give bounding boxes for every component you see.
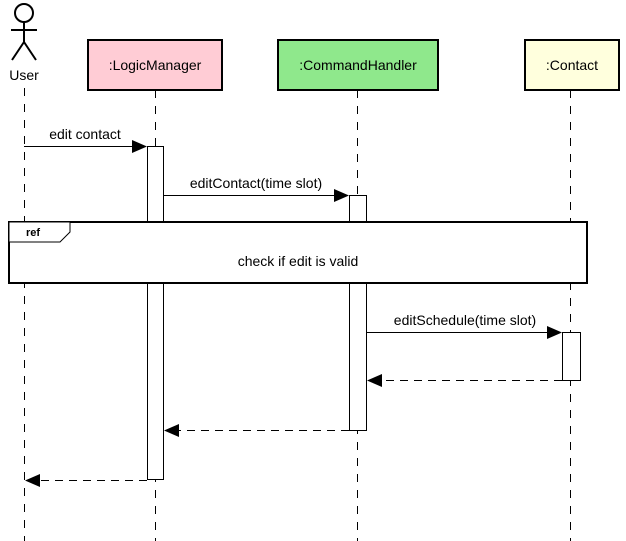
logic-manager-activation [147,146,164,480]
ref-fragment-text: check if edit is valid [238,253,359,269]
participant-box [277,39,439,91]
ref-frame [8,221,588,284]
arrowhead-icon [547,326,562,339]
user-actor-label: User [9,67,39,83]
ref-tag-label: ref [26,227,40,239]
participant-box [524,39,620,91]
participant-contact: :Contact [524,39,620,91]
message-edit-contact-call: editContact(time slot) [163,175,349,202]
participant-label: :LogicManager [109,57,202,73]
ref-tag-frame [8,221,71,243]
participant-label: :Contact [546,57,598,73]
message-label: editContact(time slot) [190,175,322,191]
arrowhead-icon [334,189,349,202]
arrowhead-icon [367,374,382,387]
participant-box [87,39,223,91]
return-from-logic-manager [25,474,147,487]
message-label: edit contact [49,126,121,142]
participant-logic-manager: :LogicManager [87,39,223,91]
arrowhead-icon [132,140,147,153]
ref-fragment: ref check if edit is valid [8,221,588,284]
participant-label: :CommandHandler [299,57,417,73]
arrowhead-icon [25,474,40,487]
message-edit-contact: edit contact [24,126,147,153]
user-actor-icon [11,3,37,61]
contact-activation [562,332,581,381]
arrowhead-icon [164,424,179,437]
message-edit-schedule-call: editSchedule(time slot) [366,312,562,339]
return-from-command-handler [164,424,349,437]
participant-command-handler: :CommandHandler [277,39,439,91]
message-label: editSchedule(time slot) [394,312,536,328]
return-from-contact [367,374,562,387]
